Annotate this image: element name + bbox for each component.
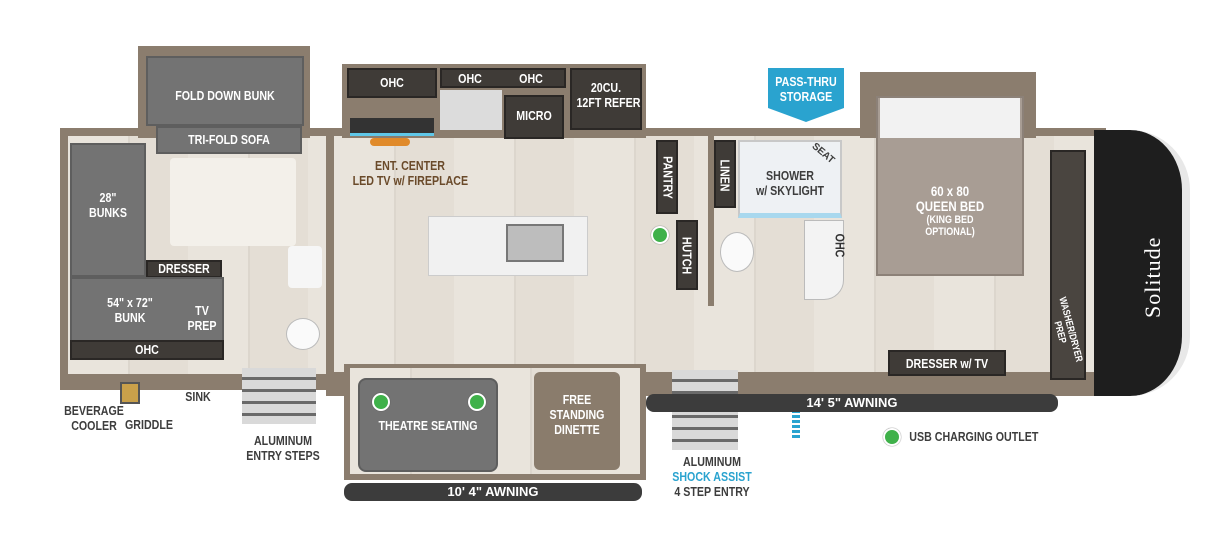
dresser-with-tv (888, 350, 1006, 376)
front-cap (1094, 130, 1190, 396)
theatre-seating-label: THEATRE SEATING (378, 418, 478, 433)
l: SHOWER (766, 168, 814, 183)
l: BUNK (114, 310, 146, 325)
l: 28" (99, 190, 117, 205)
kitchen-counter (440, 90, 502, 130)
ohc-2-label: OHC (458, 71, 482, 86)
l: ENTRY STEPS (246, 448, 320, 463)
linen-label: LINEN (717, 159, 733, 192)
tri-fold-sofa-label: TRI-FOLD SOFA (188, 132, 270, 147)
bunk-54x72-label: 54" x 72"BUNK (89, 295, 171, 325)
toilet (720, 232, 754, 272)
sink-label: SINK (185, 389, 211, 404)
l: (KING BED (926, 214, 974, 226)
refer-label: 20CU.12FT REFER (576, 80, 641, 110)
fold-down-bunk-label: FOLD DOWN BUNK (175, 88, 275, 103)
led-tv (350, 118, 434, 136)
28-bunks-label: 28"BUNKS (77, 190, 139, 220)
l: COOLER (71, 418, 117, 433)
l: ENT. CENTER (375, 158, 445, 173)
solitude-logo: Solitude (1140, 236, 1165, 318)
l: FREE (562, 392, 592, 407)
ohc-bunk (70, 340, 224, 360)
pantry-label: PANTRY (660, 156, 676, 199)
ohc-1 (347, 68, 437, 98)
griddle-label: GRIDDLE (125, 417, 173, 432)
ohc-bath-label: OHC (832, 233, 848, 258)
arrow-down-icon (768, 108, 844, 122)
aluminum-entry-steps (242, 368, 316, 424)
micro-label: MICRO (516, 108, 552, 123)
bath-wall (708, 136, 714, 306)
28-bunks (70, 143, 146, 277)
pass-thru-storage-marker (768, 68, 844, 108)
pantry (656, 140, 678, 214)
bath-vanity (804, 220, 844, 300)
l: PASS-THRU (775, 74, 837, 89)
refrigerator (570, 68, 642, 130)
ohc-1-label: OHC (380, 75, 404, 90)
toilet (286, 318, 320, 350)
usb-outlet-icon (372, 393, 390, 411)
l: SHOCK ASSIST (672, 469, 752, 484)
l: BEVERAGE (64, 403, 124, 418)
front-awning: 14' 5" AWNING (646, 394, 1058, 412)
l: w/ SKYLIGHT (755, 183, 825, 198)
l: 54" x 72" (107, 295, 153, 310)
fold-down-bunk (146, 56, 304, 126)
hutch (676, 220, 698, 290)
usb-outlet-icon (468, 393, 486, 411)
l: STORAGE (779, 89, 833, 104)
microwave (504, 95, 564, 139)
ohc-2-3 (440, 68, 566, 88)
l: ALUMINUM (682, 454, 742, 469)
island-sink (506, 224, 564, 262)
dresser-label: DRESSER (158, 261, 210, 276)
dresser-tv-label: DRESSER w/ TV (905, 356, 989, 371)
fireplace-icon (370, 138, 410, 146)
griddle-icon (120, 382, 140, 404)
l: ALUMINUM (253, 433, 313, 448)
usb-legend-icon (883, 428, 901, 446)
rear-awning: 10' 4" AWNING (344, 483, 642, 501)
bath-sink (288, 246, 322, 288)
dinette-table (534, 372, 620, 470)
l: STANDING (549, 407, 605, 422)
pillows (880, 98, 1020, 138)
usb-legend-label: USB CHARGING OUTLET (909, 429, 1039, 444)
l: QUEEN BED (915, 198, 985, 214)
l: 20CU. (590, 80, 622, 95)
usb-outlet-icon (651, 226, 669, 244)
washer-dryer-closet (1050, 150, 1086, 380)
ohc-bunk-label: OHC (135, 342, 159, 357)
l: 4 STEP ENTRY (674, 484, 750, 499)
hose-icon (792, 410, 800, 440)
l: OPTIONAL) (925, 226, 975, 238)
ohc-3-label: OHC (519, 71, 543, 86)
l: 12FT REFER (576, 95, 641, 110)
shower (738, 140, 842, 218)
sofa-bed (170, 158, 296, 246)
l: PREP (187, 318, 217, 333)
l: DINETTE (554, 422, 600, 437)
tri-fold-sofa (156, 126, 302, 154)
hutch-label: HUTCH (679, 236, 695, 275)
l: 60 x 80 (930, 183, 970, 199)
l: LED TV w/ FIREPLACE (352, 173, 469, 188)
l: TV (195, 303, 209, 318)
linen (714, 140, 736, 208)
l: BUNKS (89, 205, 127, 220)
